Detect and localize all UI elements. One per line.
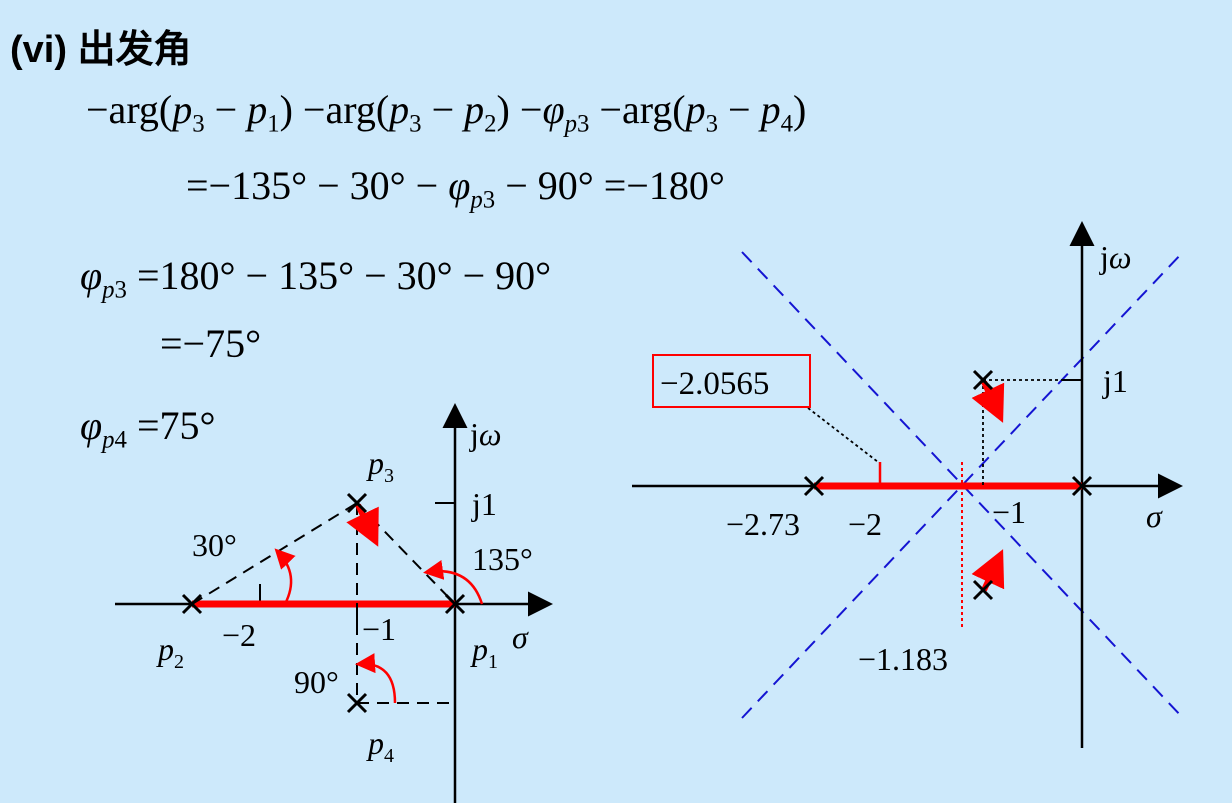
left-poles bbox=[181, 492, 466, 714]
asymptote-1 bbox=[741, 251, 1184, 719]
equation-line-5: φp4 =75° bbox=[80, 403, 216, 454]
section-heading: (vi) 出发角 bbox=[10, 29, 192, 71]
left-minus2-label: −2 bbox=[222, 617, 256, 653]
left-jw-label: jω bbox=[469, 416, 501, 452]
right-jw-label: jω bbox=[1099, 239, 1131, 275]
left-minus1-label: −1 bbox=[362, 611, 396, 647]
label-p4: p4 bbox=[366, 725, 394, 767]
label-p2: p2 bbox=[156, 631, 184, 673]
label-p1: p1 bbox=[470, 631, 498, 673]
equation-line-4: =−75° bbox=[160, 321, 262, 366]
asymptote-2 bbox=[741, 251, 1184, 719]
label-90-deg: 90° bbox=[294, 664, 339, 700]
right-construction-lines bbox=[807, 379, 1082, 486]
pole-p4 bbox=[346, 692, 368, 714]
arc-90-deg bbox=[355, 653, 397, 704]
right-minus273-label: −2.73 bbox=[726, 506, 800, 542]
right-pole-minus273 bbox=[803, 475, 825, 497]
right-pole-upper bbox=[972, 369, 994, 391]
right-minus2-label: −2 bbox=[848, 506, 882, 542]
breakaway-value: −2.0565 bbox=[660, 366, 769, 402]
right-minus1-label: −1 bbox=[992, 494, 1026, 530]
left-pole-diagram: jω σ j1 −2 −1 30° 135° 90° p1 p2 p3 p4 bbox=[115, 403, 553, 803]
breakaway-box bbox=[652, 354, 811, 408]
label-135-deg: 135° bbox=[472, 541, 533, 577]
left-j1-label: j1 bbox=[471, 486, 497, 522]
equation-line-3: φp3 =180° − 135° − 30° − 90° bbox=[80, 253, 552, 304]
arc-30-deg bbox=[274, 548, 296, 605]
right-root-locus-diagram: −2.0565 jω σ j1 −2.73 −2 −1 −1.183 bbox=[632, 221, 1184, 748]
asymptotes bbox=[741, 251, 1184, 719]
pole-p3 bbox=[346, 492, 368, 514]
right-pole-lower bbox=[972, 579, 994, 601]
departure-arrow-upper bbox=[971, 380, 1005, 423]
centroid-value: −1.183 bbox=[858, 641, 948, 677]
departure-arrow-p3 bbox=[346, 503, 379, 547]
left-sigma-label: σ bbox=[512, 619, 529, 655]
pole-p2 bbox=[181, 593, 203, 615]
right-j1-label: j1 bbox=[1102, 363, 1128, 399]
pole-p1 bbox=[444, 593, 466, 615]
right-pole-origin bbox=[1071, 475, 1093, 497]
arc-135-deg bbox=[423, 559, 484, 605]
right-poles bbox=[803, 369, 1093, 601]
label-30-deg: 30° bbox=[192, 527, 237, 563]
equation-line-1: −arg(p3 − p1) −arg(p3 − p2) −φp3 −arg(p3… bbox=[86, 87, 807, 138]
equation-line-2: =−135° − 30° − φp3 − 90° =−180° bbox=[186, 163, 725, 214]
right-sigma-label: σ bbox=[1146, 498, 1163, 534]
label-p3: p3 bbox=[366, 445, 394, 487]
